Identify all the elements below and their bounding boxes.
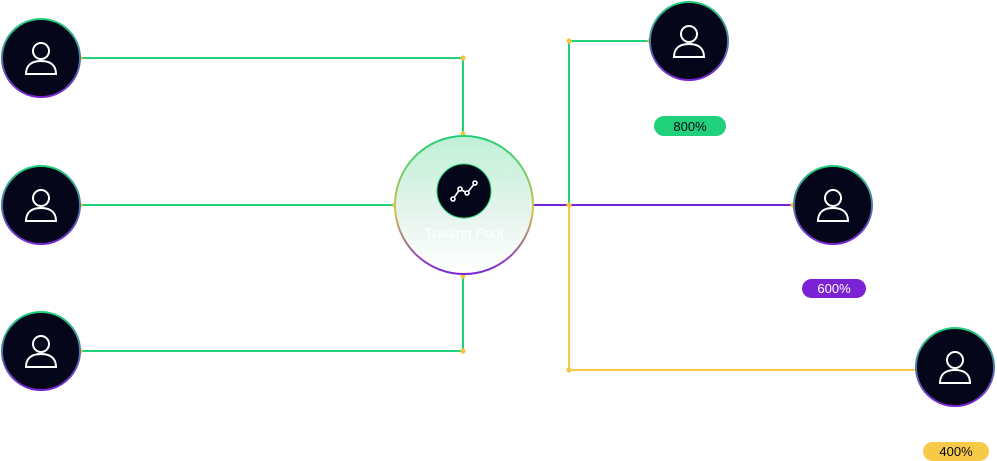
user-icon <box>938 351 972 384</box>
output-user-3[interactable] <box>915 327 995 407</box>
junction-dot <box>566 38 572 44</box>
connector-output-1 <box>568 40 650 205</box>
return-badge-800: 800% <box>654 116 726 136</box>
badge-label: 400% <box>939 444 973 459</box>
trading-pool[interactable]: Trading Pool <box>394 135 534 275</box>
user-icon <box>816 189 850 222</box>
connector-input-3 <box>80 276 464 352</box>
connector-input-1 <box>80 57 464 134</box>
junction-dot <box>566 202 572 208</box>
pool-label: Trading Pool <box>425 225 504 241</box>
return-badge-400: 400% <box>923 442 989 461</box>
user-icon <box>24 42 58 75</box>
badge-pill <box>923 442 989 461</box>
return-badge-600: 600% <box>802 279 866 298</box>
input-user-1[interactable] <box>1 18 81 98</box>
output-user-1[interactable] <box>649 1 729 81</box>
badge-label: 600% <box>817 281 851 296</box>
junction-dot <box>566 367 572 373</box>
chart-line-icon <box>450 180 478 202</box>
junction-dot <box>460 348 466 354</box>
junction-dot <box>460 55 466 61</box>
badge-pill <box>802 279 866 298</box>
badge-pill <box>654 116 726 136</box>
user-icon <box>24 335 58 368</box>
user-icon <box>672 25 706 58</box>
input-user-2[interactable] <box>1 165 81 245</box>
output-user-2[interactable] <box>793 165 873 245</box>
badge-label: 800% <box>673 119 707 134</box>
input-user-3[interactable] <box>1 311 81 391</box>
user-icon <box>24 189 58 222</box>
